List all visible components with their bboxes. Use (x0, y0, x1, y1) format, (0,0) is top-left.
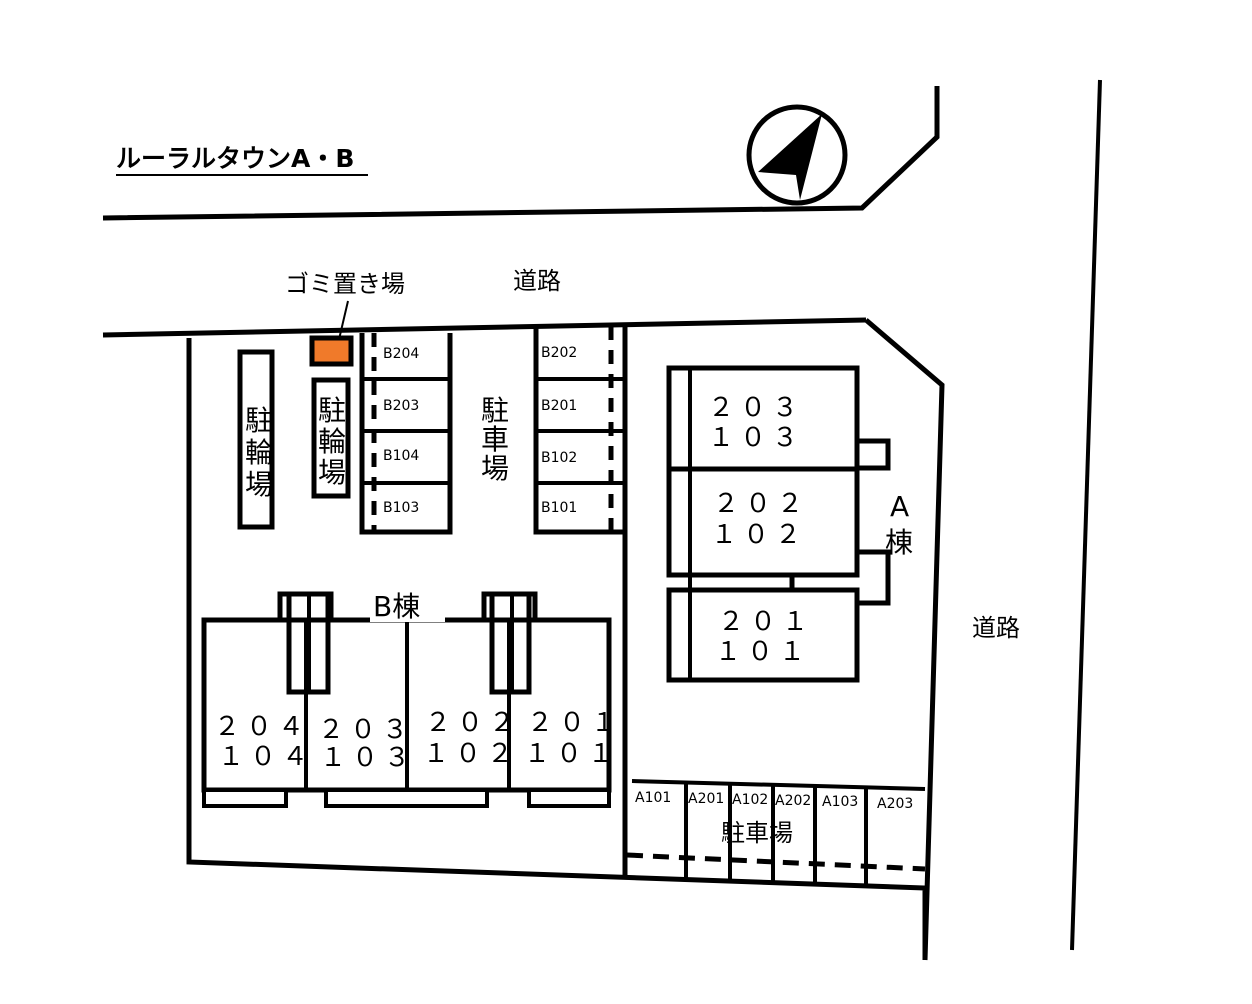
b-unit-lower-3: １０２ (423, 739, 519, 769)
building-a-label-kanji: 棟 (885, 526, 913, 559)
b-unit-upper-2: ２０３ (318, 715, 414, 745)
bike-left-char-1: 駐 (245, 404, 273, 437)
road-label-right: 道路 (972, 614, 1020, 642)
bike-left-char-2: 輪 (245, 436, 273, 469)
b-unit-lower-1: １０４ (218, 742, 314, 772)
bicycle-parking-left (237, 349, 275, 530)
bike-right-char-1: 駐 (318, 394, 346, 427)
parking-space-a102: A102 (732, 792, 768, 808)
road-right-far-edge (1070, 79, 1102, 951)
parking-space-a203: A203 (877, 796, 913, 812)
a-unit-lower-3: １０１ (715, 637, 811, 667)
a-unit-upper-3: ２０１ (718, 607, 814, 637)
parking-center-char-1: 駐 (481, 394, 509, 427)
parking-space-b104: B104 (383, 448, 419, 464)
building-a-unit-203-103 (666, 365, 860, 472)
parking-bottom-label: 駐車場 (721, 819, 793, 847)
parking-space-a202: A202 (775, 793, 811, 809)
parking-space-b201: B201 (541, 398, 577, 414)
a-unit-upper-2: ２０２ (713, 489, 809, 519)
building-a-unit-202-102 (666, 466, 860, 578)
parking-b-left: B204 B203 B104 B103 (359, 333, 453, 535)
b-unit-lower-2: １０３ (320, 743, 416, 773)
property-right (864, 318, 945, 961)
parking-a: A101 A201 A102 A202 A103 A203 駐車場 (626, 779, 926, 885)
parking-space-a103: A103 (822, 794, 858, 810)
parking-center-char-2: 車 (481, 423, 509, 456)
b-unit-upper-1: ２０４ (214, 712, 310, 742)
road-top-edge (102, 86, 940, 221)
bicycle-parking-right (311, 377, 351, 499)
garbage-area (309, 335, 354, 367)
bike-right-char-3: 場 (318, 456, 346, 489)
a-unit-lower-1: １０３ (708, 423, 804, 453)
parking-space-b102: B102 (541, 450, 577, 466)
north-arrow-icon (746, 104, 848, 206)
building-b: B棟 ２０４ １０４ ２０３ １０３ ２０２ １０２ ２０１ １０１ (201, 590, 623, 808)
parking-center-char-3: 場 (481, 452, 509, 485)
parking-space-b202: B202 (541, 345, 577, 361)
parking-space-a101: A101 (635, 790, 671, 806)
building-a: ２０３ １０３ ２０２ １０２ ２０１ １０１ A 棟 (666, 365, 913, 683)
a-unit-lower-2: １０２ (711, 520, 807, 550)
parking-space-b101: B101 (541, 500, 577, 516)
building-a-unit-201-101 (666, 587, 860, 683)
road-top-lower-edge (102, 317, 867, 338)
parking-space-a201: A201 (688, 791, 724, 807)
b-unit-lower-4: １０１ (524, 739, 620, 769)
b-unit-upper-4: ２０１ (527, 708, 623, 738)
road-label-top: 道路 (513, 267, 561, 295)
building-b-label: B棟 (373, 590, 420, 623)
parking-space-b204: B204 (383, 346, 419, 362)
a-unit-upper-1: ２０３ (708, 393, 804, 423)
garbage-label: ゴミ置き場 (285, 270, 405, 298)
map-title: ルーラルタウンA・B (116, 144, 354, 173)
building-a-label-letter: A (890, 490, 909, 523)
parking-space-b203: B203 (383, 398, 419, 414)
parking-space-b103: B103 (383, 500, 419, 516)
parking-b-right: B202 B201 B102 B101 (533, 326, 625, 535)
b-unit-upper-3: ２０２ (425, 708, 521, 738)
bike-right-char-2: 輪 (318, 425, 346, 458)
bike-left-char-3: 場 (245, 468, 273, 501)
